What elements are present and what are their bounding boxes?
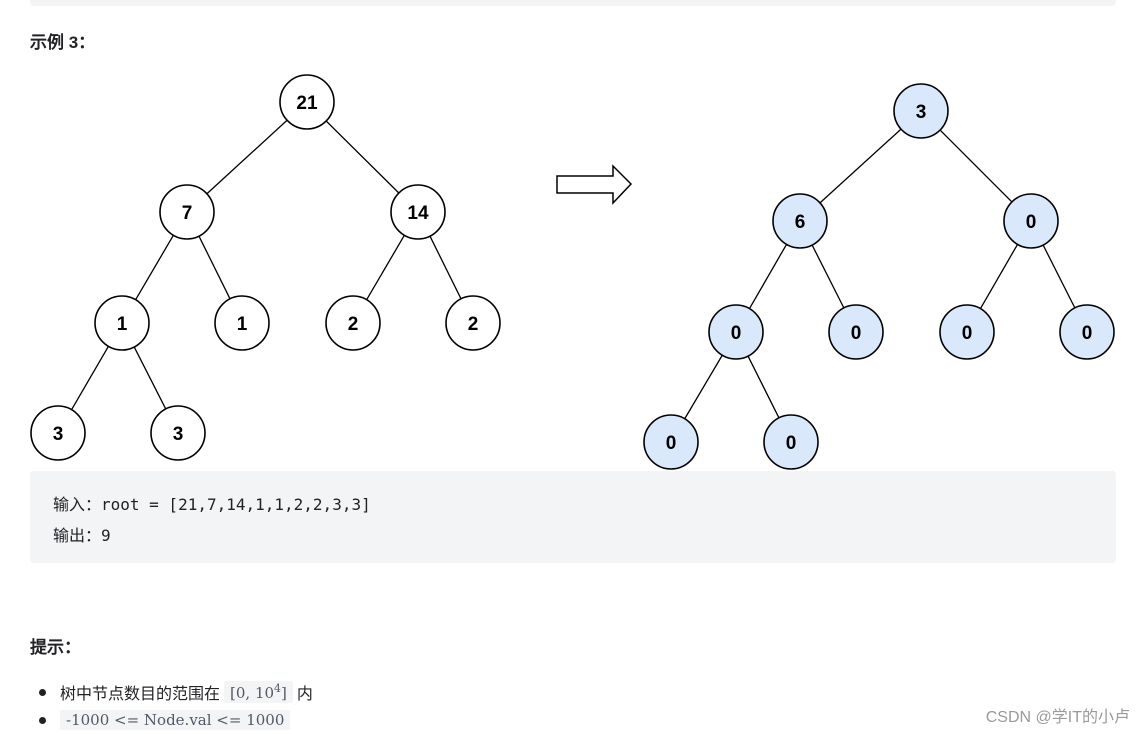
- node-circle: [279, 74, 335, 130]
- hint-heading: 提示：: [30, 638, 81, 657]
- node-value: 0: [731, 323, 742, 344]
- tree-node: 0: [1059, 304, 1115, 360]
- tree-edge: [811, 244, 845, 309]
- tree-node: 14: [390, 184, 446, 240]
- node-value: 0: [1082, 323, 1093, 344]
- node-value: 3: [53, 424, 64, 445]
- node-value: 1: [117, 314, 128, 335]
- node-circle: [150, 405, 206, 461]
- node-circle: [828, 304, 884, 360]
- tree-node: 1: [94, 295, 150, 351]
- hint-list: 树中节点数目的范围在 [0, 104] 内 -1000 <= Node.val …: [39, 678, 313, 734]
- node-value: 14: [407, 203, 429, 224]
- output-tree: 3 6 0 0 0 0 0 0 0: [643, 83, 1115, 470]
- input-line: 输入：root = [21,7,14,1,1,2,2,3,3]: [53, 495, 371, 514]
- tree-node: 0: [939, 304, 995, 360]
- node-circle: [445, 295, 501, 351]
- tree-node: 6: [772, 193, 828, 249]
- input-tree: 21 7 14 1 1 2 2 3 3: [30, 74, 501, 461]
- node-value: 3: [173, 424, 184, 445]
- node-value: 1: [237, 314, 248, 335]
- tree-node: 1: [214, 295, 270, 351]
- inline-code: [0, 104]: [224, 681, 293, 703]
- tree-edge: [748, 244, 788, 309]
- tree-node: 7: [159, 184, 215, 240]
- tree-node: 3: [30, 405, 86, 461]
- node-value: 0: [851, 323, 862, 344]
- tree-edge: [71, 346, 109, 410]
- node-circle: [1003, 193, 1059, 249]
- tree-edge: [684, 354, 723, 420]
- tree-node: 3: [893, 83, 949, 139]
- tree-node: 0: [828, 304, 884, 360]
- tree-node: 2: [325, 295, 381, 351]
- node-circle: [325, 295, 381, 351]
- tree-edge: [198, 235, 231, 300]
- tree-edge: [1042, 244, 1076, 309]
- hint-item: -1000 <= Node.val <= 1000: [39, 706, 313, 734]
- tree-node: 0: [708, 304, 764, 360]
- tree-edge: [366, 234, 405, 301]
- node-value: 0: [786, 433, 797, 454]
- node-circle: [94, 295, 150, 351]
- node-value: 6: [795, 212, 806, 233]
- tree-node: 21: [279, 74, 335, 130]
- bullet-icon: [39, 689, 46, 696]
- node-circle: [390, 184, 446, 240]
- example-heading: 示例 3：: [30, 33, 96, 52]
- tree-node: 2: [445, 295, 501, 351]
- node-value: 0: [962, 323, 973, 344]
- node-circle: [1059, 304, 1115, 360]
- node-value: 0: [1026, 212, 1037, 233]
- watermark: CSDN @学IT的小卢: [985, 709, 1130, 726]
- tree-edge: [979, 244, 1019, 309]
- right-arrow-icon: [556, 164, 633, 205]
- tree-edge: [133, 346, 167, 410]
- node-value: 2: [348, 314, 359, 335]
- node-value: 21: [296, 93, 318, 114]
- node-value: 7: [182, 203, 193, 224]
- tree-node: 0: [643, 414, 699, 470]
- tree-edge: [135, 234, 174, 301]
- hint-text: 树中节点数目的范围在: [60, 686, 221, 703]
- node-circle: [708, 304, 764, 360]
- node-circle: [763, 414, 819, 470]
- node-circle: [893, 83, 949, 139]
- tree-diagram: 21 7 14 1 1 2 2 3 3 3 6 0 0 0 0 0 0 0: [30, 74, 1115, 470]
- node-value: 2: [468, 314, 479, 335]
- tree-edge: [939, 129, 1013, 203]
- node-circle: [214, 295, 270, 351]
- node-value: 0: [666, 433, 677, 454]
- hint-tail: 内: [296, 686, 313, 703]
- tree-edge: [747, 355, 780, 419]
- node-circle: [643, 414, 699, 470]
- hint-item: 树中节点数目的范围在 [0, 104] 内: [39, 678, 313, 706]
- previous-code-block: [30, 0, 1116, 6]
- inline-code: -1000 <= Node.val <= 1000: [60, 710, 291, 730]
- node-circle: [30, 405, 86, 461]
- tree-node: 0: [763, 414, 819, 470]
- node-circle: [939, 304, 995, 360]
- tree-edge: [206, 119, 288, 195]
- io-code-block: 输入：root = [21,7,14,1,1,2,2,3,3] 输出：9: [30, 471, 1116, 563]
- tree-node: 0: [1003, 193, 1059, 249]
- output-line: 输出：9: [53, 526, 111, 545]
- tree-edge: [819, 128, 902, 204]
- bullet-icon: [39, 717, 46, 724]
- node-circle: [159, 184, 215, 240]
- node-value: 3: [916, 102, 927, 123]
- tree-node: 3: [150, 405, 206, 461]
- node-circle: [772, 193, 828, 249]
- tree-edge: [325, 120, 400, 194]
- tree-edge: [429, 235, 462, 300]
